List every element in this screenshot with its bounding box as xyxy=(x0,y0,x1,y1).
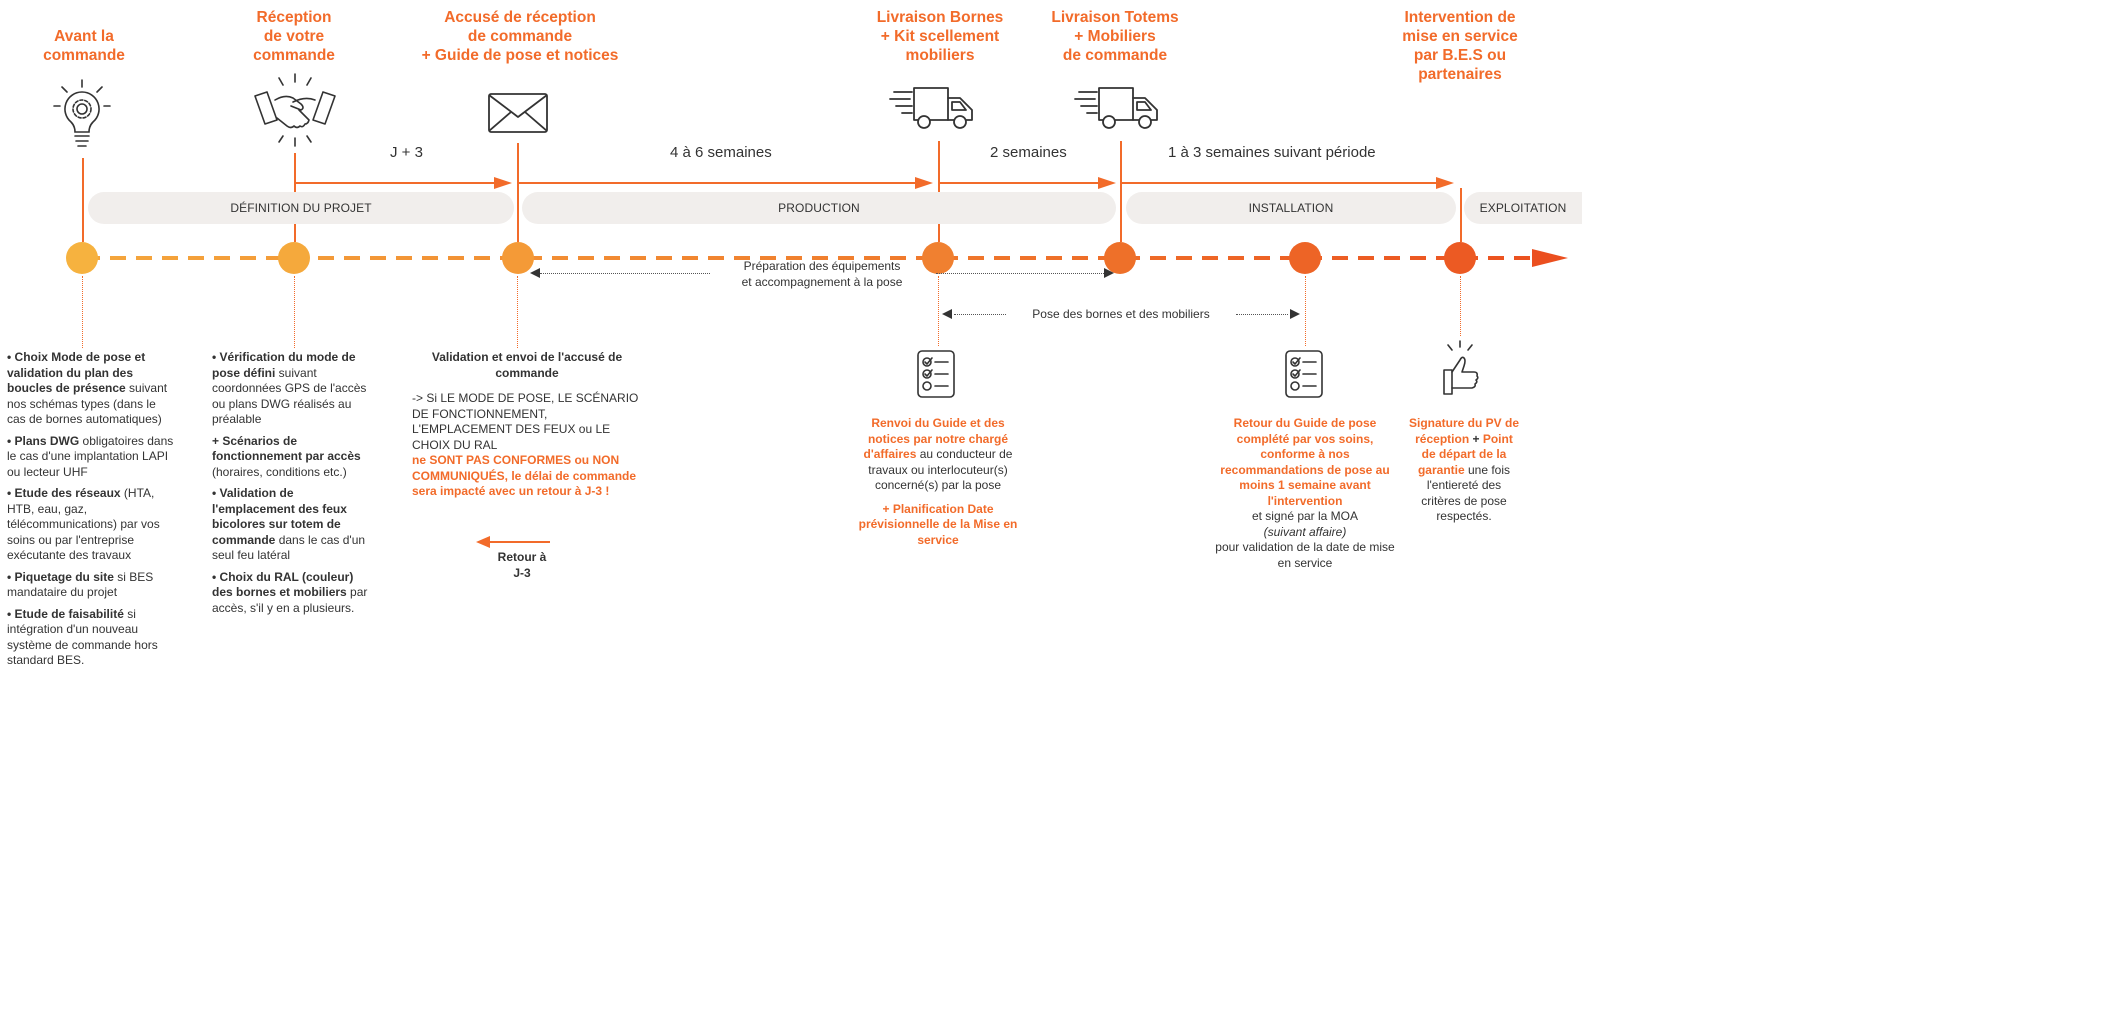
duration-installation: 1 à 3 semaines suivant période xyxy=(1168,144,1376,161)
dotted-connector xyxy=(938,276,939,346)
stage-connector xyxy=(1460,188,1462,242)
preparation-range-right-arrow xyxy=(1104,268,1114,278)
col4-text: au conducteur de travaux ou interlocuteu… xyxy=(868,447,1013,492)
timeline-dot-avant-commande xyxy=(66,242,98,274)
col2-item4-bold: • Choix du RAL (couleur) des bornes et m… xyxy=(212,569,354,600)
col1-item3-bold: • Etude des réseaux xyxy=(7,486,121,500)
stage-connector xyxy=(938,141,940,242)
column-livraison-bornes: Renvoi du Guide et des notices par notre… xyxy=(858,416,1018,554)
col5-validation: pour validation de la date de mise en se… xyxy=(1215,540,1395,570)
retour-arrowhead xyxy=(476,536,490,548)
duration-arrowhead xyxy=(1098,177,1116,189)
stage-connector xyxy=(517,143,519,242)
col2-item2-bold: + Scénarios de fonctionnement par accès xyxy=(212,433,361,464)
duration-arrowhead xyxy=(494,177,512,189)
duration-j3: J + 3 xyxy=(390,144,423,161)
col2-item3-text: dans le cas d'un seul feu latéral xyxy=(212,532,366,563)
col4-planification: + Planification Date prévisionnelle de l… xyxy=(858,501,1018,547)
duration-arrow-line xyxy=(296,182,496,184)
column-accuse-reception: Validation et envoi de l'accusé de comma… xyxy=(412,350,642,506)
timeline-dot-reception xyxy=(278,242,310,274)
timeline-dot-intervention xyxy=(1444,242,1476,274)
col2-item3-bold: • Validation de l'emplacement des feux b… xyxy=(212,486,347,547)
phase-installation: INSTALLATION xyxy=(1126,192,1456,224)
col1-item3-text: (HTA, HTB, eau, gaz, télécommunications)… xyxy=(7,486,160,562)
retour-j3-label: Retour à J-3 xyxy=(497,550,547,580)
column-reception-commande: • Vérification du mode de pose défini su… xyxy=(212,350,370,622)
pose-range-line xyxy=(954,314,1006,315)
duration-arrow-line xyxy=(1122,182,1438,184)
pose-range-left-arrow xyxy=(942,309,952,319)
lightbulb-gear-icon xyxy=(53,79,111,147)
col5-signe: et signé par la MOA xyxy=(1251,509,1359,523)
timeline-dot-accuse xyxy=(502,242,534,274)
pose-range-line xyxy=(1236,314,1288,315)
col1-item2-text: obligatoires dans le cas d'une implantat… xyxy=(7,433,174,479)
col2-item1-text: suivant coordonnées GPS de l'accès ou pl… xyxy=(212,365,367,427)
preparation-annotation: Préparation des équipements et accompagn… xyxy=(741,259,903,289)
phase-definition-projet: DÉFINITION DU PROJET xyxy=(88,192,514,224)
col4-renvoi: Renvoi du Guide et des notices par notre… xyxy=(863,416,1009,461)
dotted-connector xyxy=(1305,276,1306,346)
duration-livraison: 2 semaines xyxy=(990,144,1067,161)
col5-suivant-affaire: (suivant affaire) xyxy=(1263,524,1347,539)
dotted-connector xyxy=(517,276,518,348)
col2-item4-text: par accès, s'il y en a plusieurs. xyxy=(212,585,368,615)
col2-item2-text: (horaires, conditions etc.) xyxy=(212,464,347,479)
column-retour-guide: Retour du Guide de pose complété par vos… xyxy=(1215,416,1395,571)
col2-item1-bold: • Vérification du mode de pose défini xyxy=(212,350,356,380)
col1-item4-text: si BES mandataire du projet xyxy=(7,569,154,600)
duration-arrowhead xyxy=(915,177,933,189)
stage-title-intervention: Intervention de mise en service par B.E.… xyxy=(1402,9,1518,83)
col1-item4-bold: • Piquetage du site xyxy=(7,569,114,584)
stage-connector xyxy=(82,158,84,242)
col3-warning: ne SONT PAS CONFORMES ou NON COMMUNIQUÉS… xyxy=(412,453,637,498)
delivery-truck-icon xyxy=(1074,87,1158,129)
col3-title: Validation et envoi de l'accusé de comma… xyxy=(431,350,623,380)
column-avant-commande: • Choix Mode de pose et validation du pl… xyxy=(7,350,177,675)
col6-garantie: Point de départ de la garantie xyxy=(1417,431,1513,477)
col6-plus: + xyxy=(1469,431,1483,446)
checklist-icon xyxy=(917,350,955,398)
checklist-icon xyxy=(1285,350,1323,398)
handshake-icon xyxy=(254,73,336,147)
stage-title-accuse-reception: Accusé de réception de commande + Guide … xyxy=(421,9,619,64)
col5-retour: Retour du Guide de pose complété par vos… xyxy=(1220,416,1390,508)
duration-production: 4 à 6 semaines xyxy=(670,144,772,161)
duration-arrow-line xyxy=(519,182,917,184)
col3-text: -> Si LE MODE DE POSE, LE SCÉNARIO DE FO… xyxy=(412,391,639,452)
stage-connector xyxy=(1120,141,1122,242)
retour-arrow-line xyxy=(488,541,550,543)
envelope-icon xyxy=(488,93,548,133)
duration-arrow-line xyxy=(940,182,1100,184)
delivery-truck-icon xyxy=(889,87,973,129)
dotted-connector xyxy=(294,276,295,348)
column-intervention: Signature du PV de réception + Point de … xyxy=(1408,416,1520,531)
preparation-range-line xyxy=(540,273,710,274)
preparation-range-line xyxy=(936,273,1104,274)
thumbs-up-icon xyxy=(1443,340,1479,395)
dotted-connector xyxy=(1460,276,1461,336)
col1-item5-bold: • Etude de faisabilité xyxy=(7,606,124,621)
phase-exploitation: EXPLOITATION xyxy=(1464,192,1582,224)
phase-production: PRODUCTION xyxy=(522,192,1116,224)
col6-signature: Signature du PV de réception xyxy=(1408,416,1519,446)
timeline-dot-retour-guide xyxy=(1289,242,1321,274)
stage-title-avant-commande: Avant la commande xyxy=(43,28,125,64)
pose-annotation: Pose des bornes et des mobiliers xyxy=(1032,307,1210,321)
col6-text: une fois l'entiereté des critères de pos… xyxy=(1421,462,1511,524)
col1-item1-text: suivant nos schémas types (dans le cas d… xyxy=(7,381,168,426)
timeline-dot-livraison-bornes xyxy=(922,242,954,274)
col1-item2-bold: • Plans DWG xyxy=(7,433,80,448)
stage-title-livraison-totems: Livraison Totems + Mobiliers de commande xyxy=(1051,9,1179,64)
dotted-connector xyxy=(82,276,83,348)
pose-range-right-arrow xyxy=(1290,309,1300,319)
col1-item5-text: si intégration d'un nouveau système de c… xyxy=(7,606,158,668)
col1-item1-bold: • Choix Mode de pose et validation du pl… xyxy=(7,350,146,395)
stage-title-livraison-bornes: Livraison Bornes + Kit scellement mobili… xyxy=(876,9,1004,64)
preparation-range-left-arrow xyxy=(530,268,540,278)
duration-arrowhead xyxy=(1436,177,1454,189)
stage-title-reception-commande: Réception de votre commande xyxy=(253,9,335,64)
